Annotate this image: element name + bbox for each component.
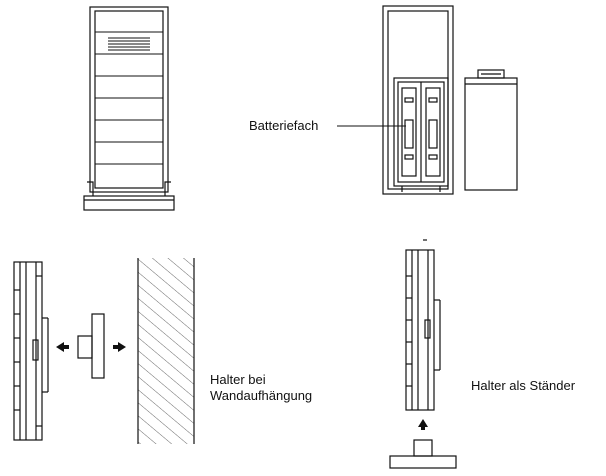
wall-bracket: [77, 313, 105, 379]
battery-cover: [464, 69, 518, 191]
stand-bracket: [389, 439, 457, 469]
wall-mount-label: Halter bei Wandaufhängung: [210, 372, 312, 404]
battery-compartment: [393, 77, 449, 192]
battery-compartment-label: Batteriefach: [249, 118, 319, 133]
display-grille: [95, 31, 163, 165]
sensor-front-view: [83, 6, 175, 211]
arrow-up-icon: [418, 419, 428, 430]
wall-mount-label-line1: Halter bei: [210, 372, 266, 387]
stand-base: [83, 181, 175, 211]
sensor-side-view-stand: [405, 239, 441, 411]
sensor-rear-view: [337, 5, 518, 195]
stand-mount-label: Halter als Ständer: [471, 378, 576, 393]
wall: [137, 258, 195, 444]
arrow-right-icon: [113, 342, 126, 352]
wall-mount-label-line2: Wandaufhängung: [210, 388, 313, 403]
arrow-left-icon: [56, 342, 69, 352]
sensor-side-view-wall: [13, 261, 49, 441]
